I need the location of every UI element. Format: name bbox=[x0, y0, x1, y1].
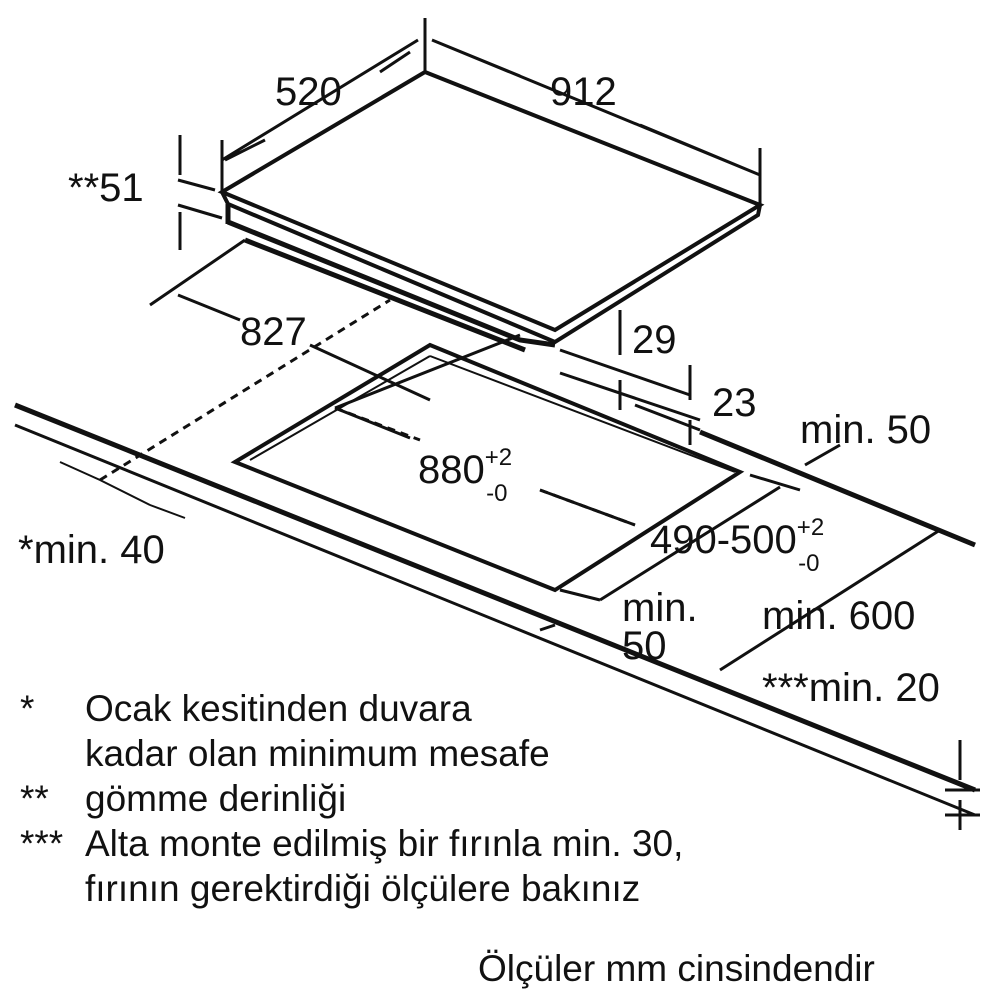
dim-built-in-depth-label: **51 bbox=[68, 166, 144, 210]
worktop-front-edge bbox=[14, 402, 976, 793]
cutout-depth-minus: -0 bbox=[798, 550, 820, 577]
dim-880-solid bbox=[334, 406, 636, 527]
dim-29-label: 29 bbox=[632, 318, 677, 362]
dim-912 bbox=[431, 38, 762, 205]
note-mark-3: ** bbox=[20, 778, 49, 819]
dim-23-label: 23 bbox=[712, 381, 757, 425]
cutout-width-plus: +2 bbox=[484, 444, 513, 471]
note-mark-4: *** bbox=[20, 823, 64, 864]
note-line-5: fırının gerektirdiği ölçülere bakınız bbox=[85, 868, 641, 909]
dim-min600 bbox=[719, 528, 941, 672]
note-mark-1: * bbox=[20, 688, 35, 729]
cutout-depth-base: 490-500 bbox=[650, 518, 797, 562]
worktop-back-edge bbox=[699, 429, 976, 548]
cutout-width-minus: -0 bbox=[486, 480, 508, 507]
dim-23 bbox=[634, 365, 701, 445]
dim-490 bbox=[599, 473, 801, 602]
dim-rear-min-label: min. 50 bbox=[800, 408, 932, 452]
cutout bbox=[230, 342, 745, 593]
dim-front-min-label-b: 50 bbox=[622, 624, 667, 668]
dim-rear-min50 bbox=[804, 443, 841, 467]
dim-827 bbox=[149, 238, 521, 410]
dim-front-min-label-a: min. bbox=[622, 586, 698, 630]
dim-wall-min-label: *min. 40 bbox=[18, 528, 165, 572]
worktop-bottom-edge bbox=[14, 423, 976, 817]
note-line-4: Alta monte edilmiş bir fırınla min. 30, bbox=[85, 823, 684, 864]
dim-worktop20 bbox=[945, 740, 980, 830]
dim-cutout-width-label: 880+2 -0 bbox=[418, 446, 512, 506]
dim-body-width-label: 827 bbox=[240, 310, 307, 354]
dim-520 bbox=[220, 18, 427, 192]
cutout-inner bbox=[249, 355, 736, 473]
hob-body bbox=[225, 204, 556, 353]
dim-cutout-depth-label: 490-500+2 -0 bbox=[650, 516, 824, 576]
dim-depth-label: 520 bbox=[275, 70, 342, 114]
cutout-width-base: 880 bbox=[418, 448, 485, 492]
dim-width-label: 912 bbox=[550, 70, 617, 114]
dim-51 bbox=[177, 135, 223, 250]
dim-wall40 bbox=[59, 461, 186, 519]
note-line-2: kadar olan minimum mesafe bbox=[85, 733, 550, 774]
units-note: Ölçüler mm cinsindendir bbox=[478, 948, 875, 989]
dim-worktop-min-label: ***min. 20 bbox=[762, 666, 940, 710]
note-line-1: Ocak kesitinden duvara bbox=[85, 688, 472, 729]
dim-front50 bbox=[539, 588, 601, 632]
cutout-depth-plus: +2 bbox=[796, 514, 825, 541]
dim-counter-min-label: min. 600 bbox=[762, 594, 916, 638]
note-line-3: gömme derinliği bbox=[85, 778, 347, 819]
hob-glass-edge bbox=[220, 191, 762, 345]
dim-29 bbox=[559, 310, 701, 422]
